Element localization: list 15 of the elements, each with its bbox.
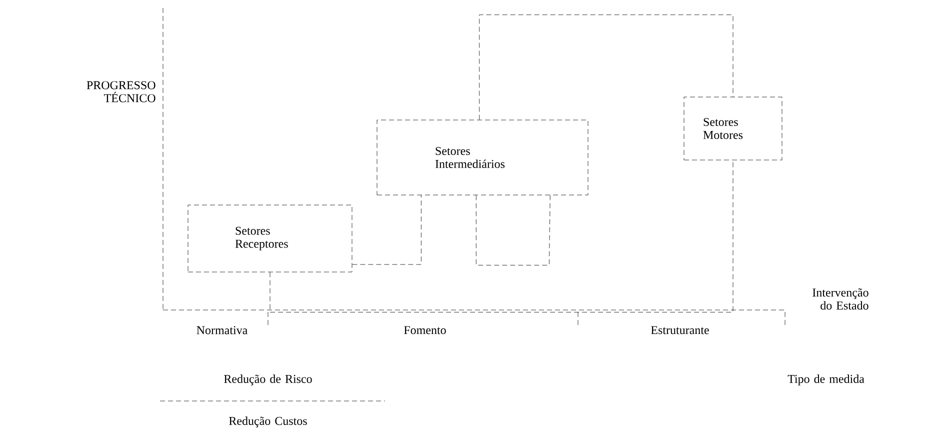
axis-label: Normativa [196,326,248,334]
connector-line [479,14,734,120]
axis-label: Redução de Risco [224,374,312,386]
axis-label: Fomento [404,326,446,334]
connector-line [270,160,734,312]
sector-box: Setores Receptores [188,204,352,272]
axis-label: Estruturante [651,326,709,334]
sector-box: Setores Intermediários [376,120,588,196]
connector-line [352,195,422,265]
axis-label: Redução Custos [229,416,307,428]
axis-label: Intervenção do Estado [812,288,868,310]
sector-box: Setores Motores [684,96,782,160]
axis-label: Tipo de medida [788,374,864,386]
connector-line [476,195,550,266]
axis-label: PROGRESSO TÉCNICO [86,81,156,102]
